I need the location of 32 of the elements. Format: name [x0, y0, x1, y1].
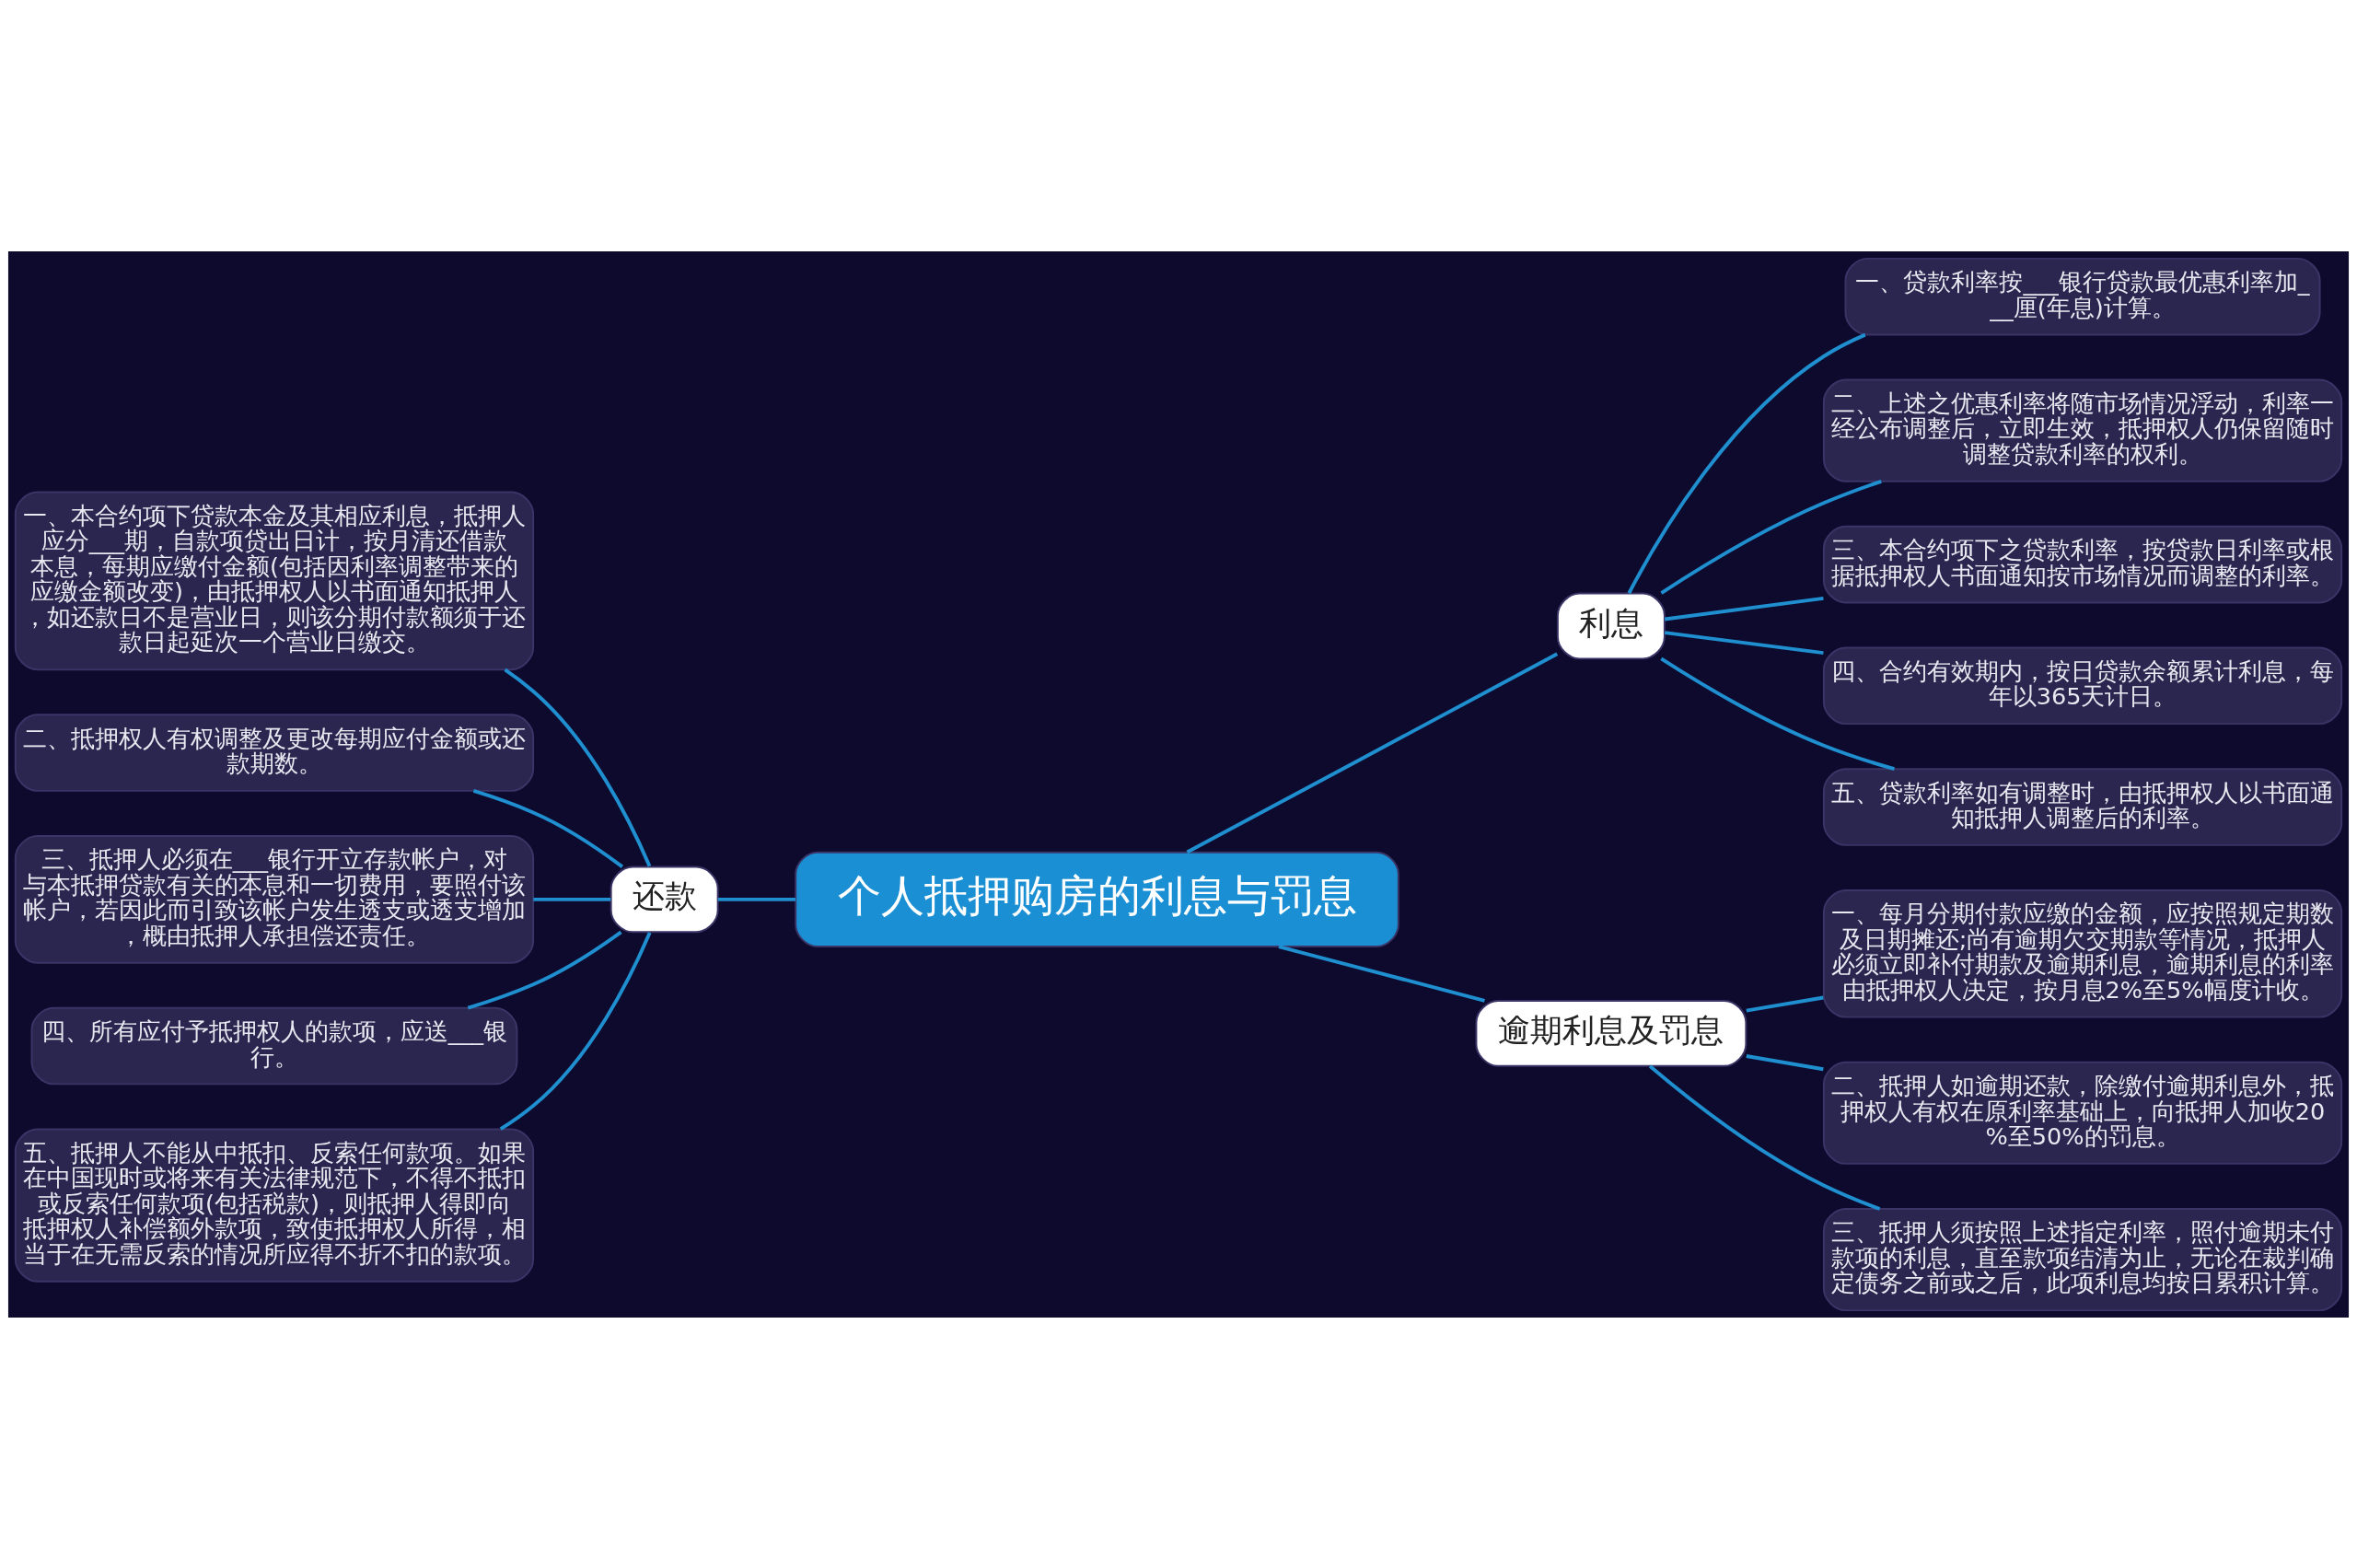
node-box: 二、上述之优惠利率将随市场情况浮动，利率一经公布调整后，立即生效，抵押权人仍保留随时调整贷款利率的权利。	[1822, 378, 2343, 482]
connector	[1660, 656, 1895, 771]
node-box: 二、抵押权人有权调整及更改每期应付金额或还款期数。	[14, 713, 535, 792]
connector	[1664, 596, 1824, 621]
connector	[472, 788, 624, 868]
node-box: 四、所有应付予抵押权人的款项，应送___银行。	[30, 1006, 518, 1085]
node-box: 一、贷款利率按___银行贷款最优惠利率加___厘(年息)计算。	[1844, 257, 2321, 335]
node-box: 三、抵押人须按照上述指定利率，照付逾期未付款项的利息，直至款项结清为止，无论在裁判确定债务之前或之后，此项利息均按日累积计算。	[1822, 1207, 2343, 1311]
node-box: 五、抵押人不能从中抵扣、反索任何款项。如果在中国现时或将来有关法律规范下，不得不抵扣或反索任何款项(包括税款)，则抵押人得即向抵押权人补偿额外款项，致使抵押权人所得，相当于在无需反索的情况所应得不折不扣的款项。	[14, 1128, 535, 1283]
connector	[499, 931, 652, 1131]
node-box: 个人抵押购房的利息与罚息	[795, 851, 1399, 947]
connector	[1664, 630, 1824, 655]
connector	[1660, 479, 1882, 595]
connector	[1278, 944, 1485, 1003]
node-box: 逾期利息及罚息	[1475, 999, 1747, 1067]
connector	[1746, 995, 1824, 1013]
node-box: 五、贷款利率如有调整时，由抵押权人以书面通知抵押人调整后的利率。	[1822, 767, 2343, 846]
node-box: 三、本合约项下之贷款利率，按贷款日利率或根据抵押权人书面通知按市场情况而调整的利率。	[1822, 525, 2343, 603]
node-box: 二、抵押人如逾期还款，除缴付逾期利息外，抵押权人有权在原利率基础上，向抵押人加收20%至50%的罚息。	[1822, 1061, 2343, 1165]
connector	[1746, 1053, 1824, 1071]
node-box: 三、抵押人必须在___银行开立存款帐户，对与本抵押贷款有关的本息和一切费用，要照付该帐户，若因此而引致该帐户发生透支或透支增加，概由抵押人承担偿还责任。	[14, 834, 535, 964]
connector	[504, 668, 652, 867]
node-box: 还款	[610, 865, 719, 933]
connector	[717, 897, 796, 901]
node-box: 一、本合约项下贷款本金及其相应利息，抵押人应分___期，自款项贷出日计，按月清还借款本息，每期应缴付金额(包括因利率调整带来的应缴金额改变)，由抵押权人以书面通知抵押人，如还款日不是营业日，则该分期付款额须于还款日起延次一个营业日缴交。	[14, 491, 535, 670]
connector	[1186, 652, 1559, 854]
node-box: 四、合约有效期内，按日贷款余额累计利息，每年以365天计日。	[1822, 646, 2343, 725]
node-box: 利息	[1556, 592, 1666, 659]
connector	[533, 897, 611, 901]
connector	[467, 930, 622, 1010]
connector	[1627, 332, 1866, 594]
node-box: 一、每月分期付款应缴的金额，应按照规定期数及日期摊还;尚有逾期欠交期款等情况，抵押人必须立即补付期款及逾期利息，逾期利息的利率由抵押权人决定，按月息2%至5%幅度计收。	[1822, 889, 2343, 1018]
